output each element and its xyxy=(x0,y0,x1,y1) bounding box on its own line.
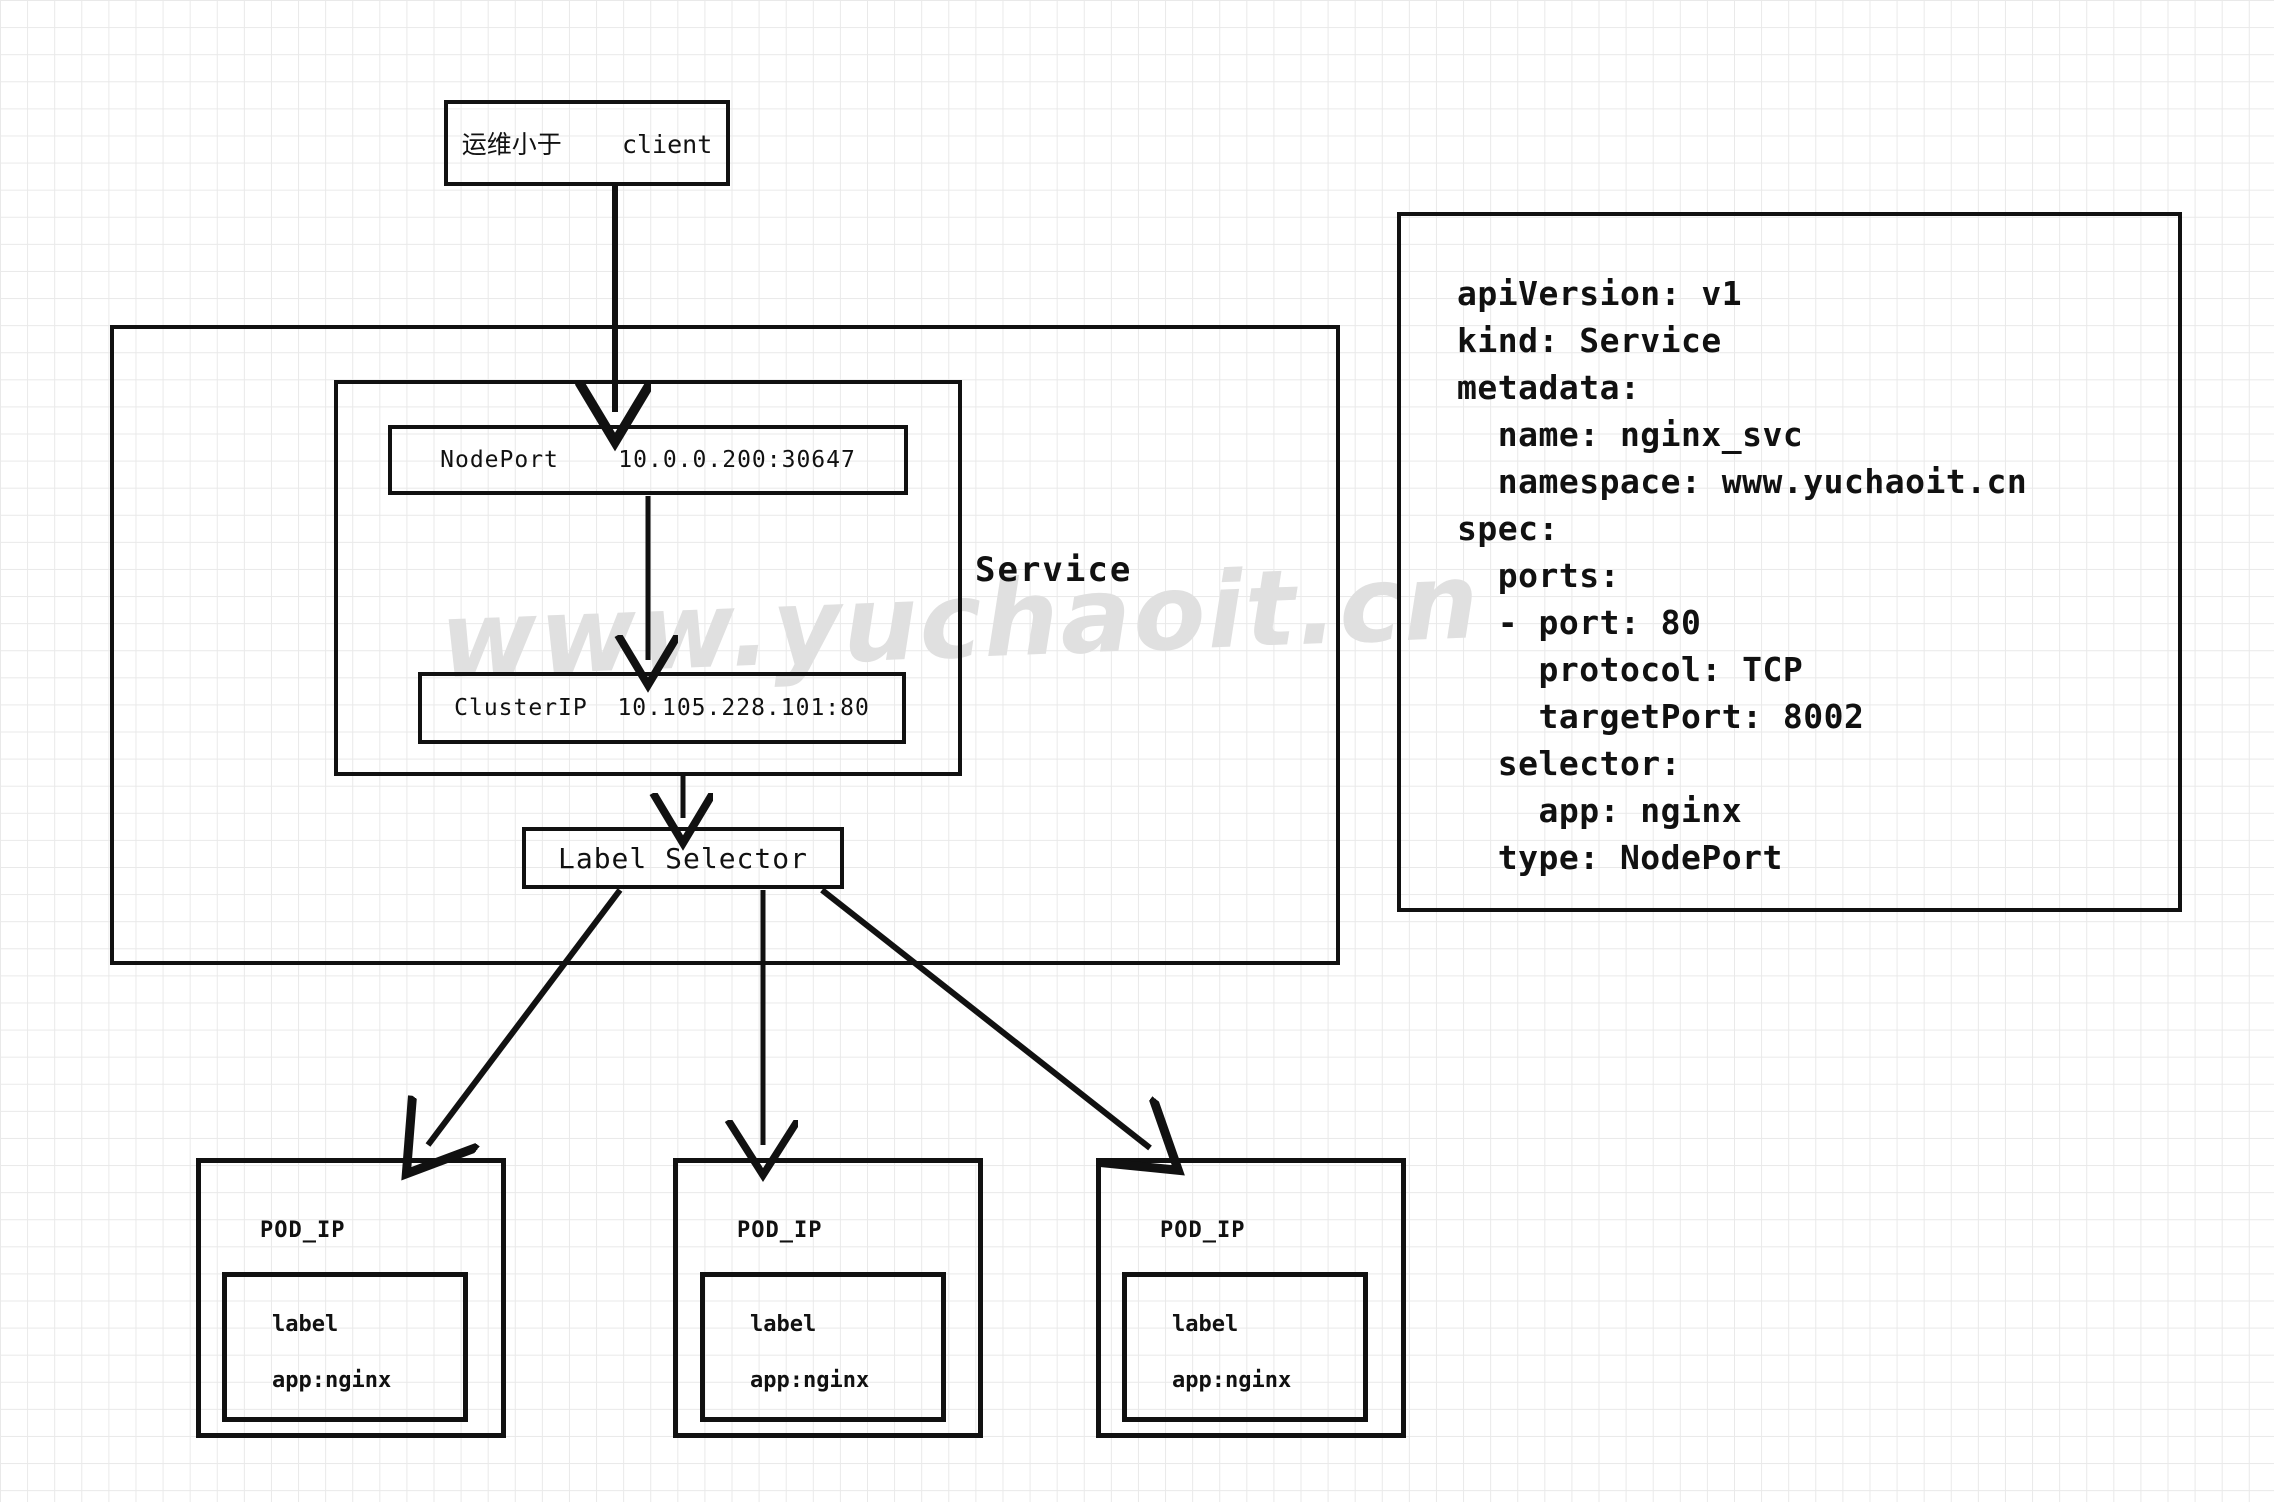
client-box[interactable] xyxy=(444,100,730,186)
pod-ip-title: POD_IP xyxy=(260,1218,346,1243)
service-title: Service xyxy=(975,550,1133,590)
pod-label-title: label xyxy=(1172,1312,1239,1337)
pod-box[interactable] xyxy=(196,1158,506,1438)
manifest-text: apiVersion: v1 kind: Service metadata: n… xyxy=(1457,274,2028,877)
pod-box[interactable] xyxy=(1096,1158,1406,1438)
clusterip-label: ClusterIP 10.105.228.101:80 xyxy=(454,695,870,721)
nodeport-label: NodePort 10.0.0.200:30647 xyxy=(440,447,856,473)
pod-label-value: app:nginx xyxy=(1172,1368,1292,1393)
pod-label-box xyxy=(222,1272,468,1422)
pod-label-box xyxy=(1122,1272,1368,1422)
pod-label-value: app:nginx xyxy=(272,1368,392,1393)
pod-label-title: label xyxy=(272,1312,339,1337)
pod-ip-title: POD_IP xyxy=(1160,1218,1246,1243)
service-container[interactable] xyxy=(110,325,1340,965)
pod-label-title: label xyxy=(750,1312,817,1337)
client-label: 运维小于 client xyxy=(461,130,713,159)
pod-label-value: app:nginx xyxy=(750,1368,870,1393)
pod-label-box xyxy=(700,1272,946,1422)
pod-box[interactable] xyxy=(673,1158,983,1438)
label-selector-label: Label Selector xyxy=(557,841,808,875)
manifest-panel[interactable] xyxy=(1397,212,2182,912)
pod-ip-title: POD_IP xyxy=(737,1218,823,1243)
